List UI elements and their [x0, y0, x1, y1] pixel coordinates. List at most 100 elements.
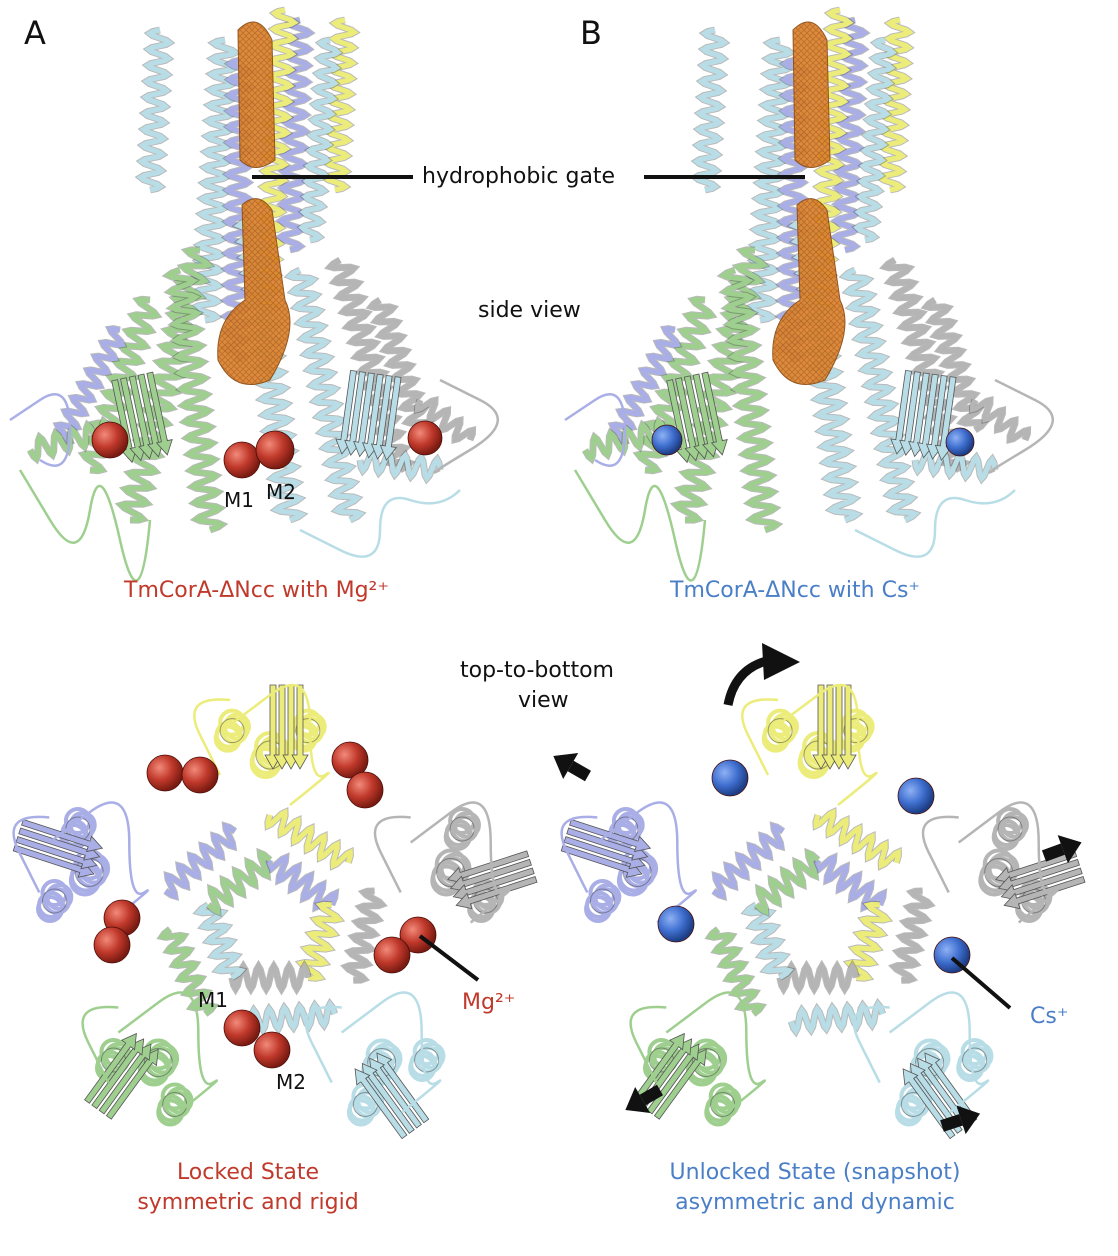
alpha-helix [777, 961, 859, 994]
mg-ion-sphere [399, 916, 437, 954]
mg-ion-sphere [373, 936, 411, 974]
beta-strand [128, 375, 156, 460]
motion-arrows [553, 643, 1082, 1135]
top-view-label-line1: top-to-bottom [460, 658, 614, 683]
coil-loop [81, 1005, 119, 1084]
site-label-m2-top: M2 [276, 1070, 306, 1094]
alpha-helix [711, 822, 785, 900]
arrow-right-icon [940, 1105, 981, 1135]
alpha-helix [229, 961, 311, 994]
alpha-helix [718, 267, 782, 533]
alpha-helix [263, 853, 339, 912]
alpha-helix [296, 901, 344, 981]
arrowhead-icon [762, 643, 800, 680]
alpha-helix [813, 808, 901, 870]
beta-strand [146, 371, 173, 456]
helix-outline [767, 718, 793, 744]
beta-strand [563, 836, 646, 870]
alpha-helix [414, 397, 476, 443]
pore-surface-lower [772, 198, 846, 385]
cs-ion-sphere [897, 777, 935, 815]
helix-outline [843, 718, 869, 744]
beta-strand [370, 374, 393, 460]
coil-loop [854, 489, 1016, 558]
helix-outline [997, 816, 1023, 842]
beta-strand [692, 373, 719, 458]
site-label-m2-side: M2 [266, 480, 296, 504]
side-view-panel-a [9, 6, 499, 582]
beta-strand [934, 376, 957, 462]
alpha-helix [190, 37, 240, 323]
coil-loop [852, 1005, 890, 1084]
alpha-helix [745, 37, 795, 323]
beta-strand [369, 1057, 422, 1129]
side-view-panel-b [564, 6, 1054, 582]
mg-ion-sphere [223, 441, 261, 479]
beta-strand [675, 377, 702, 462]
helix-end-on [991, 822, 1020, 851]
top-view-label-line2: view [518, 688, 569, 713]
coil-loop [48, 801, 150, 924]
coil-loop [957, 801, 1059, 924]
beta-strand [105, 1048, 159, 1120]
beta-strand [353, 372, 375, 458]
panel-letter-a: A [24, 14, 46, 52]
alpha-helix [367, 297, 433, 433]
beta-sheet [812, 684, 857, 770]
mg-ion-sphere [255, 430, 295, 470]
top-view-panel-b [560, 683, 1086, 1140]
helix-end-on [36, 894, 65, 923]
beta-strand [91, 1038, 145, 1110]
side-caption-b: TmCorA-ΔNcc with Cs⁺ [670, 578, 921, 603]
alpha-helix [742, 902, 794, 980]
helix-outline [414, 1047, 440, 1073]
helix-outline [962, 1047, 988, 1073]
alpha-helix [163, 822, 237, 900]
helix-end-on [704, 1098, 733, 1127]
alpha-helix [840, 267, 920, 523]
cs-ion-sphere [651, 424, 683, 456]
coil-loop [299, 489, 461, 558]
arrow-right-icon [1041, 835, 1082, 864]
beta-strand [890, 369, 912, 455]
beta-strand [282, 684, 300, 770]
beta-sheet [111, 371, 173, 464]
helix-end-on [584, 894, 613, 923]
state-caption-b-line1: Unlocked State (snapshot) [669, 1160, 961, 1185]
beta-strand [291, 684, 309, 770]
alpha-helix [341, 888, 387, 983]
site-label-m1-top: M1 [198, 988, 228, 1012]
beta-strand [812, 684, 830, 770]
alpha-helix [163, 267, 227, 533]
mg-ion-sphere [407, 420, 443, 456]
beta-strand [455, 876, 538, 910]
state-caption-b: Unlocked State (snapshot) asymmetric and… [640, 1158, 990, 1218]
helix-outline [41, 888, 67, 914]
beta-strand [354, 1068, 408, 1140]
alpha-helix [844, 901, 892, 981]
alpha-helix [691, 27, 729, 193]
beta-sheet [560, 818, 652, 878]
beta-strand [653, 1048, 707, 1120]
pore-surface-upper [237, 21, 276, 168]
coil-loop [560, 815, 598, 894]
coil-loop [373, 815, 411, 894]
beta-strand [273, 684, 291, 770]
cs-ion-sphere [657, 905, 695, 943]
pore-surface-lower [217, 198, 291, 385]
alpha-helix [969, 397, 1031, 443]
alpha-helix [811, 853, 887, 912]
coil-loop [409, 801, 511, 924]
beta-strand [995, 850, 1078, 884]
beta-strand [1003, 876, 1086, 910]
coil-loop [629, 1005, 667, 1084]
coil-loop [596, 801, 698, 924]
coil-loop [888, 991, 990, 1114]
alpha-helix [54, 326, 126, 444]
mg-ion-sphere [91, 421, 129, 459]
helix-end-on [894, 1098, 923, 1127]
coil-loop [117, 991, 219, 1114]
site-label-m1-side: M1 [224, 488, 254, 512]
